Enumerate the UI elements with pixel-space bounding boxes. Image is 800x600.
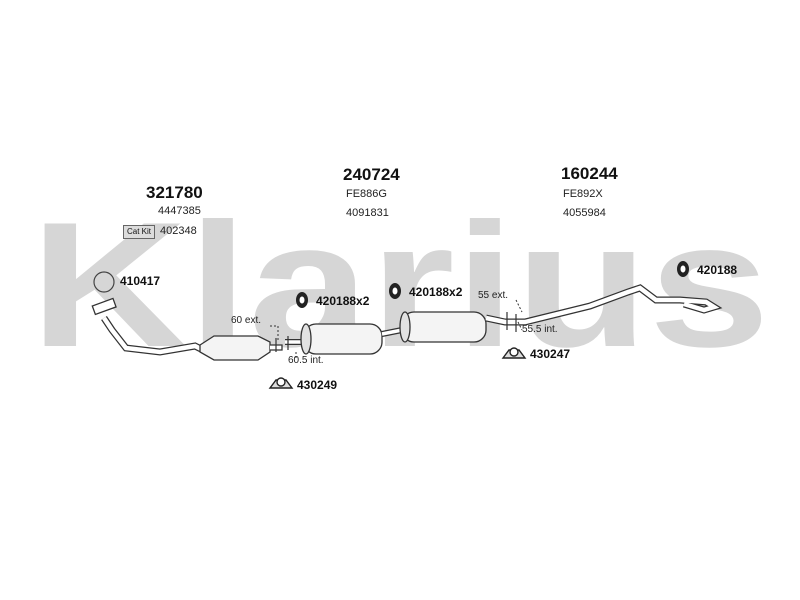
cat-kit-number: 402348 — [160, 225, 197, 237]
dimension-55-5-int: 55.5 int. — [522, 324, 558, 335]
part-number-middle-silencer: 240724 — [343, 165, 400, 184]
mount-code-rear: 420188 — [697, 263, 738, 277]
middle-silencer-drawing — [285, 323, 403, 355]
rear-silencer-drawing — [399, 311, 487, 343]
dimension-60-5-int: 60.5 int. — [288, 355, 324, 366]
rubber-mount-icon-mid — [389, 283, 401, 299]
rubber-mount-icon-front — [296, 292, 308, 308]
mount-code-mid: 420188x2 — [409, 285, 463, 299]
gasket-code: 410417 — [120, 274, 161, 288]
clamp-code-rear: 430247 — [530, 347, 571, 361]
oe-number-middle-silencer: 4091831 — [346, 207, 389, 219]
part-number-front-pipe: 321780 — [146, 183, 203, 202]
catalytic-converter-drawing — [199, 335, 283, 361]
dimension-55-ext: 55 ext. — [478, 290, 509, 301]
tailpipe-drawing — [485, 284, 723, 326]
front-flange — [91, 297, 117, 316]
mount-code-front: 420188x2 — [316, 294, 370, 308]
joint-markers — [270, 299, 523, 360]
clamp-code-front: 430249 — [297, 378, 338, 392]
clamp-icon-front — [268, 377, 294, 389]
front-pipe-drawing — [91, 297, 205, 356]
code-middle-silencer: FE886G — [346, 188, 387, 200]
part-number-rear-silencer: 160244 — [561, 164, 618, 183]
dimension-60-ext: 60 ext. — [231, 315, 262, 326]
cat-kit-badge: Cat Kit — [123, 225, 155, 239]
code-rear-silencer: FE892X — [563, 188, 603, 200]
oe-number-front-pipe: 4447385 — [158, 205, 201, 217]
gasket-icon — [93, 271, 115, 293]
rubber-mount-icon-rear — [677, 261, 689, 277]
clamp-icon-rear — [501, 347, 527, 359]
oe-number-rear-silencer: 4055984 — [563, 207, 606, 219]
